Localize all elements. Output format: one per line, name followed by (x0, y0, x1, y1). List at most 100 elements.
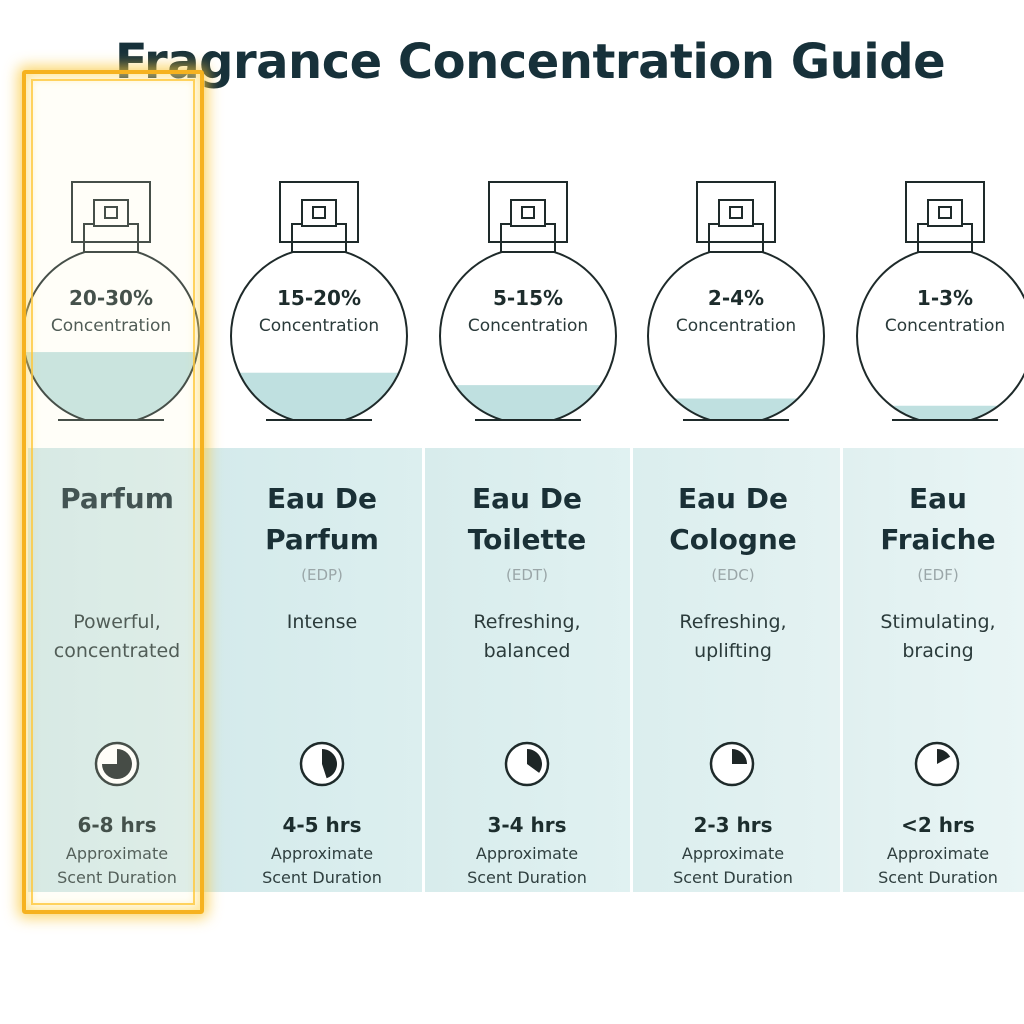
duration-label-line1: Approximate (886, 844, 990, 863)
description-line1: Powerful, (73, 611, 161, 633)
bottle-body (857, 248, 1024, 424)
duration-hours: <2 hrs (901, 813, 975, 837)
description-line2: uplifting (694, 640, 772, 662)
bottle-base-mask (641, 420, 831, 426)
bottle-base-mask (850, 420, 1024, 426)
description-line1: Refreshing, (679, 611, 787, 633)
page-title: Fragrance Concentration Guide (114, 34, 946, 90)
clock-duration-icon (299, 741, 345, 787)
bottle-base-mask (224, 420, 414, 426)
column-divider (840, 448, 843, 892)
duration-label: Approximate Scent Duration (833, 842, 1024, 890)
bottle-liquid (648, 398, 824, 420)
bottle-cap (71, 181, 151, 243)
bottle-nozzle (938, 206, 952, 219)
bottle-body (648, 248, 824, 424)
perfume-bottle-icon: 15-20% Concentration (224, 176, 414, 426)
description-line1: Intense (286, 611, 358, 633)
clock-duration-icon (94, 741, 140, 787)
perfume-bottle-icon: 1-3% Concentration (850, 176, 1024, 426)
fragrance-description: Refreshing, balanced (422, 608, 632, 666)
fragrance-name-line2: Toilette (467, 523, 587, 556)
fragrance-abbreviation: (EDP) (301, 566, 343, 584)
fragrance-name: Eau Fraiche (833, 478, 1024, 560)
fragrance-name-line2: Cologne (669, 523, 797, 556)
duration-label-line1: Approximate (681, 844, 785, 863)
bottle-liquid (857, 405, 1024, 420)
concentration-label: Concentration (675, 316, 797, 336)
bottle-neck (291, 223, 347, 253)
bottle-cap (905, 181, 985, 243)
clock-filled-segment (102, 749, 132, 779)
column-background-edt (424, 448, 632, 892)
bottle-graphic (16, 181, 206, 426)
duration-label: Approximate Scent Duration (217, 842, 427, 890)
fragrance-name-line1: Eau De (472, 482, 582, 515)
fragrance-name: Parfum (12, 478, 222, 519)
concentration-percent: 1-3% (916, 286, 974, 310)
bottle-liquid (231, 372, 407, 420)
duration-label-line1: Approximate (270, 844, 374, 863)
duration-label: Approximate Scent Duration (12, 842, 222, 890)
concentration-label: Concentration (884, 316, 1006, 336)
bottle-cap (488, 181, 568, 243)
fragrance-name-line1: Eau De (267, 482, 377, 515)
duration-label-line2: Scent Duration (467, 868, 587, 887)
fragrance-abbreviation: (EDC) (711, 566, 755, 584)
bottle-nozzle (729, 206, 743, 219)
bottle-sprayer (927, 199, 963, 227)
bottle-base-mask (433, 420, 623, 426)
column-divider (422, 448, 425, 892)
bottle-nozzle (104, 206, 118, 219)
fragrance-name: Eau De Cologne (628, 478, 838, 560)
bottle-sprayer (510, 199, 546, 227)
bottle-neck (708, 223, 764, 253)
fragrance-description: Powerful, concentrated (12, 608, 222, 666)
bottle-base-mask (16, 420, 206, 426)
description-line1: Stimulating, (880, 611, 996, 633)
duration-label: Approximate Scent Duration (628, 842, 838, 890)
fragrance-name-line2: Parfum (265, 523, 379, 556)
concentration-percent: 20-30% (68, 286, 153, 310)
bottle-nozzle (312, 206, 326, 219)
column-background-edp (206, 448, 424, 892)
column-background-edc (632, 448, 842, 892)
perfume-bottle-icon: 2-4% Concentration (641, 176, 831, 426)
clock-duration-icon (914, 741, 960, 787)
duration-label-line2: Scent Duration (673, 868, 793, 887)
perfume-bottle-icon: 5-15% Concentration (433, 176, 623, 426)
concentration-label: Concentration (258, 316, 380, 336)
bottle-neck (917, 223, 973, 253)
fragrance-description: Intense (217, 608, 427, 637)
description-line2: bracing (902, 640, 974, 662)
bottle-nozzle (521, 206, 535, 219)
fragrance-description: Refreshing, uplifting (628, 608, 838, 666)
bottle-body (440, 248, 616, 424)
fragrance-name-line1: Eau (909, 482, 967, 515)
duration-hours: 6-8 hrs (77, 813, 157, 837)
clock-filled-segment (937, 749, 951, 764)
description-line2: balanced (483, 640, 571, 662)
bottle-sprayer (718, 199, 754, 227)
bottle-graphic (224, 181, 414, 426)
column-divider (630, 448, 633, 892)
fragrance-name: Eau De Parfum (217, 478, 427, 560)
concentration-label: Concentration (50, 316, 172, 336)
duration-label-line1: Approximate (65, 844, 169, 863)
fragrance-abbreviation: (EDF) (917, 566, 959, 584)
fragrance-abbreviation: (EDT) (506, 566, 548, 584)
duration-hours: 4-5 hrs (282, 813, 362, 837)
perfume-bottle-icon: 20-30% Concentration (16, 176, 206, 426)
clock-filled-segment (732, 749, 747, 764)
bottle-liquid (440, 385, 616, 420)
selection-highlight-inner (31, 79, 195, 905)
bottle-neck (500, 223, 556, 253)
duration-label-line2: Scent Duration (57, 868, 177, 887)
fragrance-name: Eau De Toilette (422, 478, 632, 560)
fragrance-name-line2: Fraiche (880, 523, 996, 556)
bottle-cap (696, 181, 776, 243)
concentration-percent: 5-15% (492, 286, 564, 310)
clock-filled-segment (322, 749, 338, 779)
duration-hours: 2-3 hrs (693, 813, 773, 837)
duration-label-line2: Scent Duration (262, 868, 382, 887)
